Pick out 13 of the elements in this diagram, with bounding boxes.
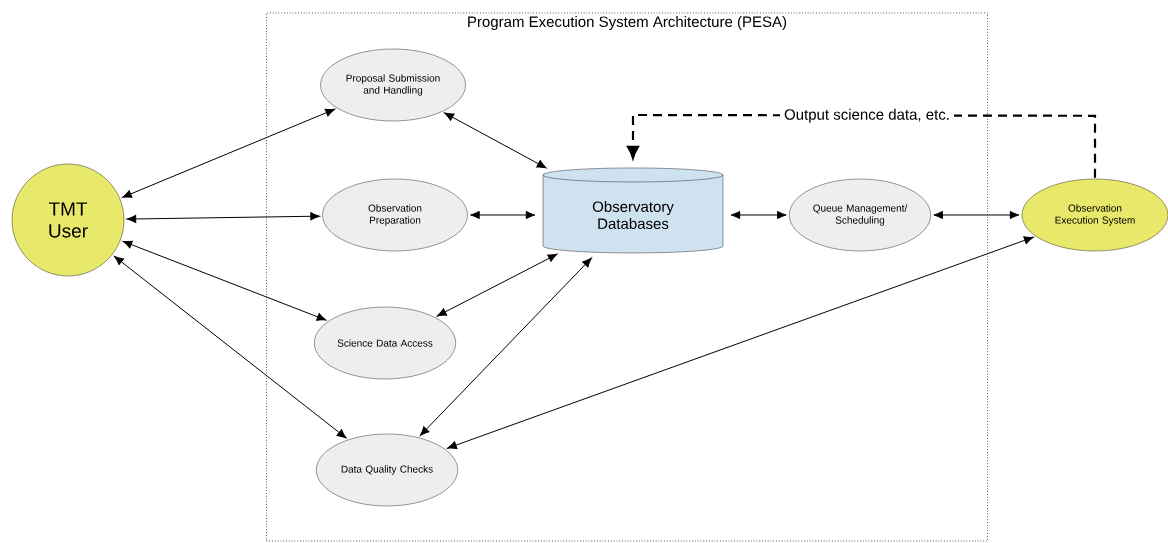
arrow: [122, 108, 335, 198]
edge-label: Output science data, etc.: [784, 108, 949, 123]
arrow: [470, 210, 536, 220]
arrow: [447, 236, 1034, 450]
arrow: [122, 240, 327, 321]
arrow: [419, 257, 592, 436]
arrow: [444, 112, 547, 169]
arrow: [933, 210, 1020, 220]
database-cylinder: Observatory Databases: [542, 167, 724, 254]
arrow: [114, 255, 347, 439]
arrow: [730, 210, 787, 220]
arrow: [126, 212, 320, 224]
arrow: [436, 253, 558, 317]
